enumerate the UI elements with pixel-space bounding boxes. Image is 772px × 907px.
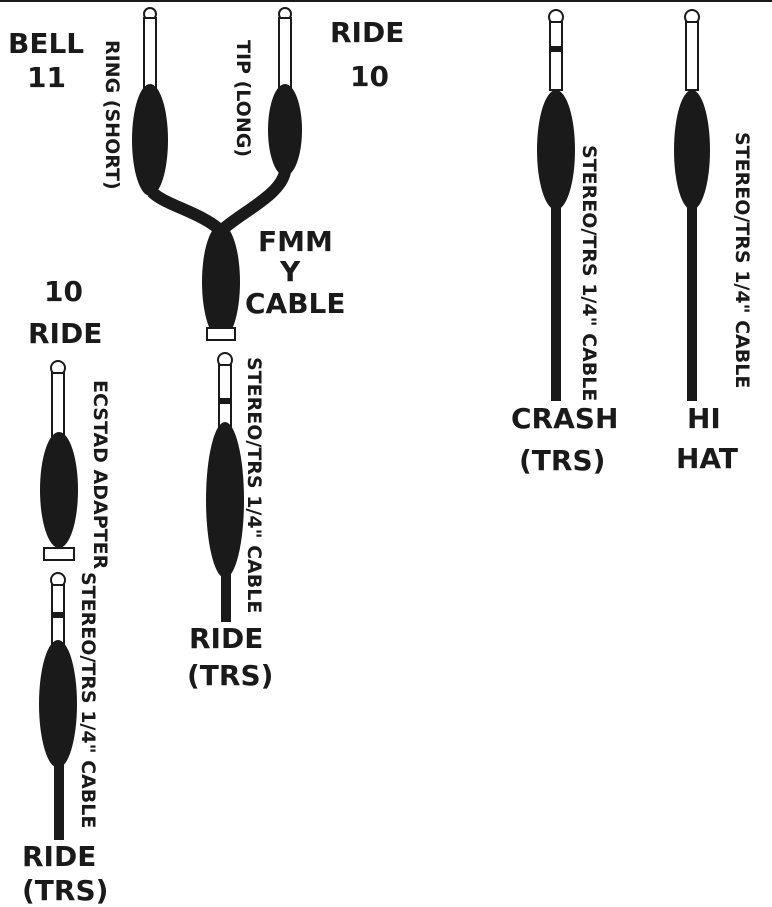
fmm-label: FMM	[258, 225, 333, 258]
ten-label: 10	[44, 275, 83, 308]
crash-trs-label: CRASH	[511, 402, 618, 435]
ecstad-adapter	[40, 360, 78, 561]
bell-label: BELL	[8, 27, 84, 60]
stereo-cable-hihat-label: STEREO/TRS 1/4" CABLE	[731, 132, 753, 388]
ride-trs-middle-sub: (TRS)	[187, 659, 273, 692]
y-branch-right	[218, 170, 291, 235]
y-body	[202, 224, 240, 340]
crash-trs-sub: (TRS)	[519, 444, 605, 477]
stereo-cable-middle-label: STEREO/TRS 1/4" CABLE	[243, 357, 265, 613]
y-label: Y	[279, 255, 301, 288]
stereo-cable-crash-label: STEREO/TRS 1/4" CABLE	[578, 145, 600, 401]
hat-label: HAT	[676, 442, 738, 475]
ride-trs-left-sub: (TRS)	[22, 874, 108, 907]
tip-long-label: TIP (LONG)	[232, 40, 254, 157]
ride-top-label: RIDE	[330, 16, 404, 49]
hi-label: HI	[687, 402, 721, 435]
middle-trs-plug	[206, 352, 244, 622]
ecstad-adapter-label: ECSTAD ADAPTER	[89, 380, 111, 570]
tip-plug	[268, 7, 302, 176]
ring-short-label: RING (SHORT)	[101, 40, 123, 190]
ride-left-label: RIDE	[28, 317, 102, 350]
y-cable	[132, 7, 302, 341]
ride-trs-left-label: RIDE	[22, 840, 96, 873]
crash-trs-plug	[537, 9, 575, 401]
stereo-cable-left-label: STEREO/TRS 1/4" CABLE	[77, 572, 99, 828]
ring-plug	[132, 7, 168, 196]
ride-top-number: 10	[350, 60, 389, 93]
ride-trs-middle-label: RIDE	[189, 622, 263, 655]
y-branch-left	[147, 187, 225, 235]
bell-number: 11	[27, 61, 66, 94]
hihat-trs-plug	[674, 9, 710, 401]
y-socket	[206, 327, 236, 341]
cable-label: CABLE	[245, 287, 346, 320]
left-trs-plug	[39, 572, 77, 840]
